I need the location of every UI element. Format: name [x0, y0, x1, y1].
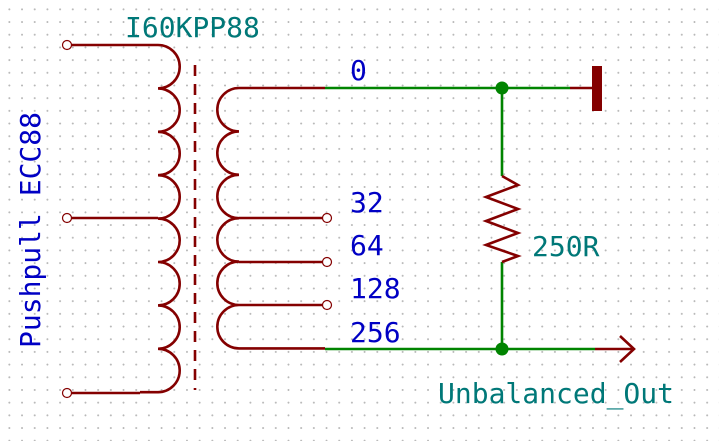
- tap-label-0: 0: [350, 54, 367, 87]
- tap-pin-32[interactable]: [321, 212, 333, 224]
- primary-pin-center[interactable]: [61, 212, 73, 224]
- secondary-winding: [216, 86, 333, 350]
- tap-label-128: 128: [350, 272, 401, 305]
- resistor-body: [482, 174, 522, 264]
- tap-pin-128[interactable]: [321, 299, 333, 311]
- ground-symbol[interactable]: [570, 66, 602, 111]
- resistor[interactable]: [482, 174, 522, 264]
- primary-pin-bottom[interactable]: [61, 387, 73, 399]
- output-net-label: Unbalanced_Out: [438, 377, 674, 411]
- transformer-part-label: I60KPP88: [125, 11, 260, 44]
- tap-pin-64[interactable]: [321, 256, 333, 268]
- tap-label-64: 64: [350, 229, 384, 262]
- wires: [325, 81, 595, 356]
- tap-label-32: 32: [350, 186, 384, 219]
- primary-pin-top[interactable]: [61, 39, 73, 51]
- primary-label: Pushpull ECC88: [14, 112, 47, 348]
- primary-coil: [140, 43, 181, 394]
- tap-label-256: 256: [350, 316, 401, 349]
- junction-bottom[interactable]: [495, 342, 509, 356]
- resistor-value-label: 250R: [532, 230, 600, 263]
- junction-top[interactable]: [495, 81, 509, 95]
- primary-winding: [61, 39, 181, 399]
- ground-bar: [592, 66, 602, 111]
